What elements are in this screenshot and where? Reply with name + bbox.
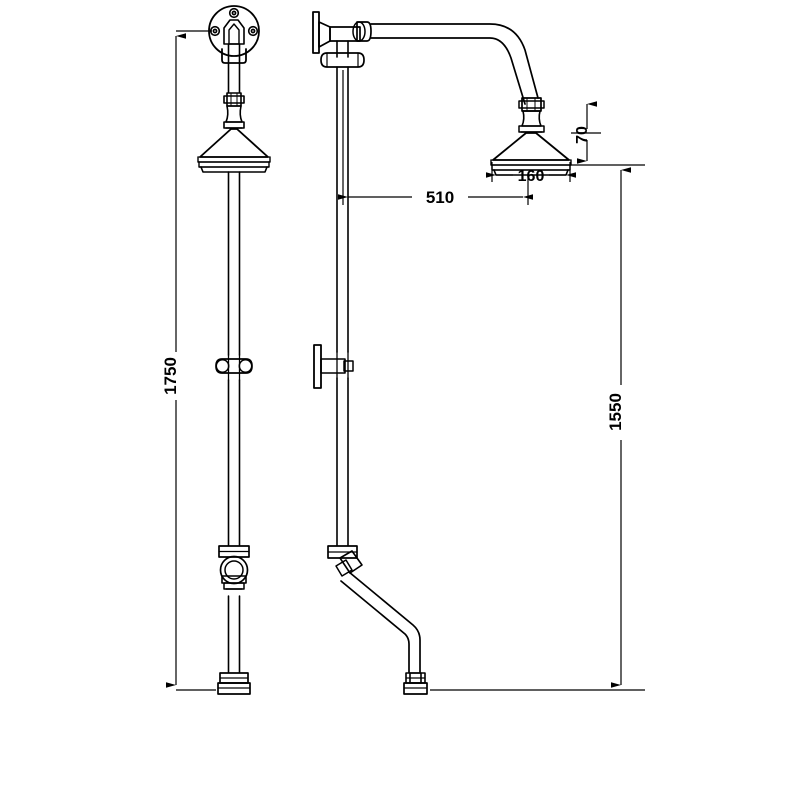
side-inlet-leg — [340, 571, 421, 673]
side-shower-arm — [370, 23, 539, 105]
side-riser-collar — [320, 52, 365, 68]
front-upper-arm — [227, 43, 241, 93]
label-overall-height: 1750 — [161, 357, 180, 395]
label-head-height: 1550 — [606, 393, 625, 431]
side-elbow-joint — [327, 545, 363, 577]
side-head-coupling — [518, 97, 545, 133]
label-projection: 510 — [426, 188, 454, 207]
side-view — [312, 11, 572, 695]
screw-hole-top — [228, 7, 240, 19]
dim-overall-height — [166, 30, 216, 691]
front-view — [197, 5, 271, 695]
front-base-collar — [217, 672, 251, 695]
front-head-coupling — [223, 92, 245, 129]
side-base-collar — [403, 672, 428, 695]
dim-head-height — [430, 164, 645, 691]
front-riser-pipe — [227, 171, 241, 673]
dimension-labels: 1750 1550 510 160 70 — [161, 126, 625, 431]
side-wall-bracket — [313, 344, 354, 389]
dim-projection — [338, 70, 533, 205]
dim-head-depth — [571, 101, 601, 164]
front-wall-plate — [208, 5, 260, 64]
side-riser-pipe — [336, 66, 349, 546]
label-head-depth: 70 — [574, 126, 591, 144]
label-head-diameter: 160 — [518, 168, 545, 185]
side-arm-tee — [329, 21, 372, 58]
front-wall-bracket — [215, 354, 253, 381]
front-elbow-joint — [218, 545, 250, 590]
front-shower-head — [197, 128, 271, 173]
dimension-lines — [166, 30, 645, 691]
dim-head-diameter — [486, 162, 576, 182]
screw-hole-right — [247, 25, 259, 37]
